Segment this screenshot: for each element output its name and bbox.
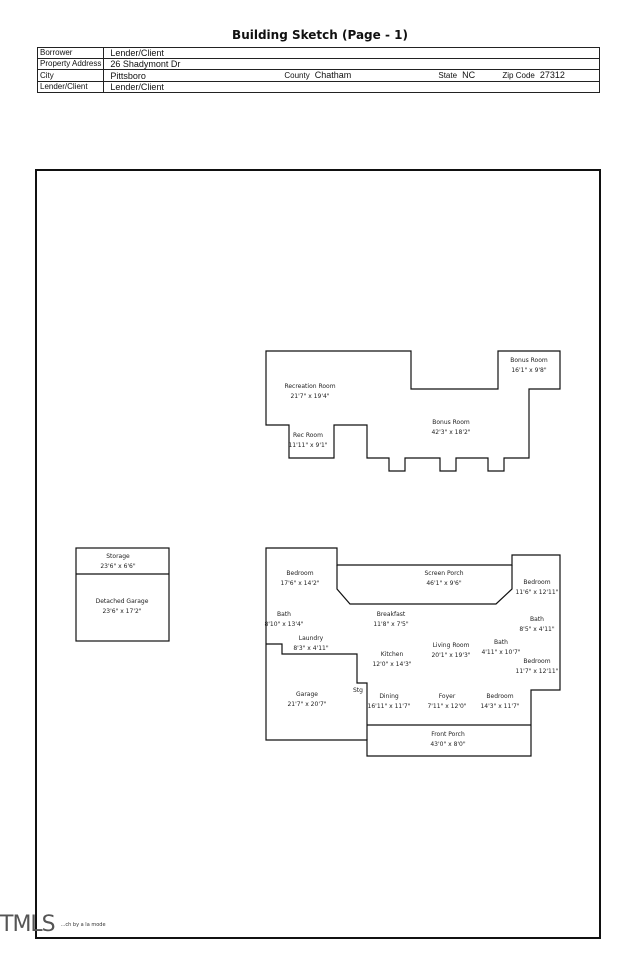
lender-label: Lender/Client (37, 81, 105, 93)
zip-value: 27312 (539, 70, 565, 80)
room-name-label: Bath (277, 611, 291, 618)
sketch-frame (35, 169, 601, 939)
upper-level-outline (265, 350, 561, 472)
state-value: NC (462, 70, 476, 80)
room-dimensions-label: 14'3" x 11'7" (480, 703, 519, 710)
state-label: State (438, 71, 458, 80)
room-name-label: Stg (353, 687, 363, 694)
county-value: Chatham (314, 70, 352, 80)
garage-outline (266, 643, 368, 740)
room-name-label: Breakfast (377, 611, 406, 618)
room-dimensions-label: 4'11" x 10'7" (481, 649, 520, 656)
room-name-label: Detached Garage (96, 598, 149, 605)
borrower-row: Borrower Lender/Client (37, 47, 600, 59)
room-name-label: Bonus Room (432, 419, 470, 426)
room-name-label: Front Porch (431, 731, 465, 738)
room-name-label: Rec Room (293, 432, 323, 439)
room-name-label: Bedroom (523, 658, 550, 665)
watermark-text: TMLS (0, 912, 56, 937)
room-dimensions-label: 16'1" x 9'8" (511, 367, 547, 374)
address-label: Property Address (37, 58, 105, 70)
room-dimensions-label: 23'6" x 17'2" (102, 608, 141, 615)
room-name-label: Bedroom (286, 570, 313, 577)
room-dimensions-label: 43'0" x 8'0" (430, 741, 466, 748)
zip-label: Zip Code (502, 71, 535, 80)
screen-porch-outline (336, 565, 513, 605)
room-dimensions-label: 11'6" x 12'11" (516, 589, 559, 596)
tmls-watermark: TMLS ...ch by a la mode (0, 912, 106, 937)
room-dimensions-label: 16'11" x 11'7" (368, 703, 411, 710)
room-name-label: Recreation Room (284, 383, 335, 390)
room-dimensions-label: 21'7" x 19'4" (290, 393, 329, 400)
property-info-table: Borrower Lender/Client Property Address … (37, 47, 600, 93)
city-label: City (37, 69, 105, 82)
room-dimensions-label: 7'11" x 12'0" (427, 703, 466, 710)
lender-value: Lender/Client (110, 82, 164, 92)
room-dimensions-label: 42'3" x 18'2" (431, 429, 470, 436)
detached-garage-outline (75, 547, 170, 642)
address-value: 26 Shadymont Dr (110, 59, 181, 69)
room-name-label: Bath (530, 616, 544, 623)
room-dimensions-label: 8'10" x 13'4" (264, 621, 303, 628)
room-dimensions-label: 12'0" x 14'3" (372, 661, 411, 668)
room-dimensions-label: 8'5" x 4'11" (519, 626, 555, 633)
city-row: City Pittsboro County Chatham State NC Z… (37, 69, 600, 82)
lender-row: Lender/Client Lender/Client (37, 81, 600, 93)
room-dimensions-label: 11'8" x 7'5" (373, 621, 409, 628)
borrower-label: Borrower (37, 47, 105, 59)
address-row: Property Address 26 Shadymont Dr (37, 58, 600, 70)
borrower-value: Lender/Client (110, 48, 164, 58)
room-dimensions-label: 20'1" x 19'3" (431, 652, 470, 659)
room-dimensions-label: 46'1" x 9'6" (426, 580, 462, 587)
room-dimensions-label: 23'6" x 6'6" (100, 563, 136, 570)
room-name-label: Living Room (433, 642, 470, 649)
room-dimensions-label: 17'6" x 14'2" (280, 580, 319, 587)
room-name-label: Garage (296, 691, 318, 698)
page-title: Building Sketch (Page - 1) (232, 28, 408, 42)
room-dimensions-label: 11'7" x 12'11" (516, 668, 559, 675)
room-name-label: Bedroom (486, 693, 513, 700)
room-name-label: Dining (379, 693, 399, 700)
room-dimensions-label: 11'11" x 9'1" (288, 442, 327, 449)
room-name-label: Laundry (299, 635, 324, 642)
room-dimensions-label: 8'3" x 4'11" (293, 645, 329, 652)
county-label: County (284, 71, 310, 80)
room-name-label: Foyer (439, 693, 456, 700)
room-dimensions-label: 21'7" x 20'7" (287, 701, 326, 708)
room-name-label: Bath (494, 639, 508, 646)
room-name-label: Kitchen (381, 651, 404, 658)
room-name-label: Screen Porch (424, 570, 463, 577)
room-name-label: Storage (106, 553, 130, 560)
room-name-label: Bedroom (523, 579, 550, 586)
room-name-label: Bonus Room (510, 357, 548, 364)
software-credit: ...ch by a la mode (60, 922, 106, 928)
city-value: Pittsboro (110, 70, 146, 81)
